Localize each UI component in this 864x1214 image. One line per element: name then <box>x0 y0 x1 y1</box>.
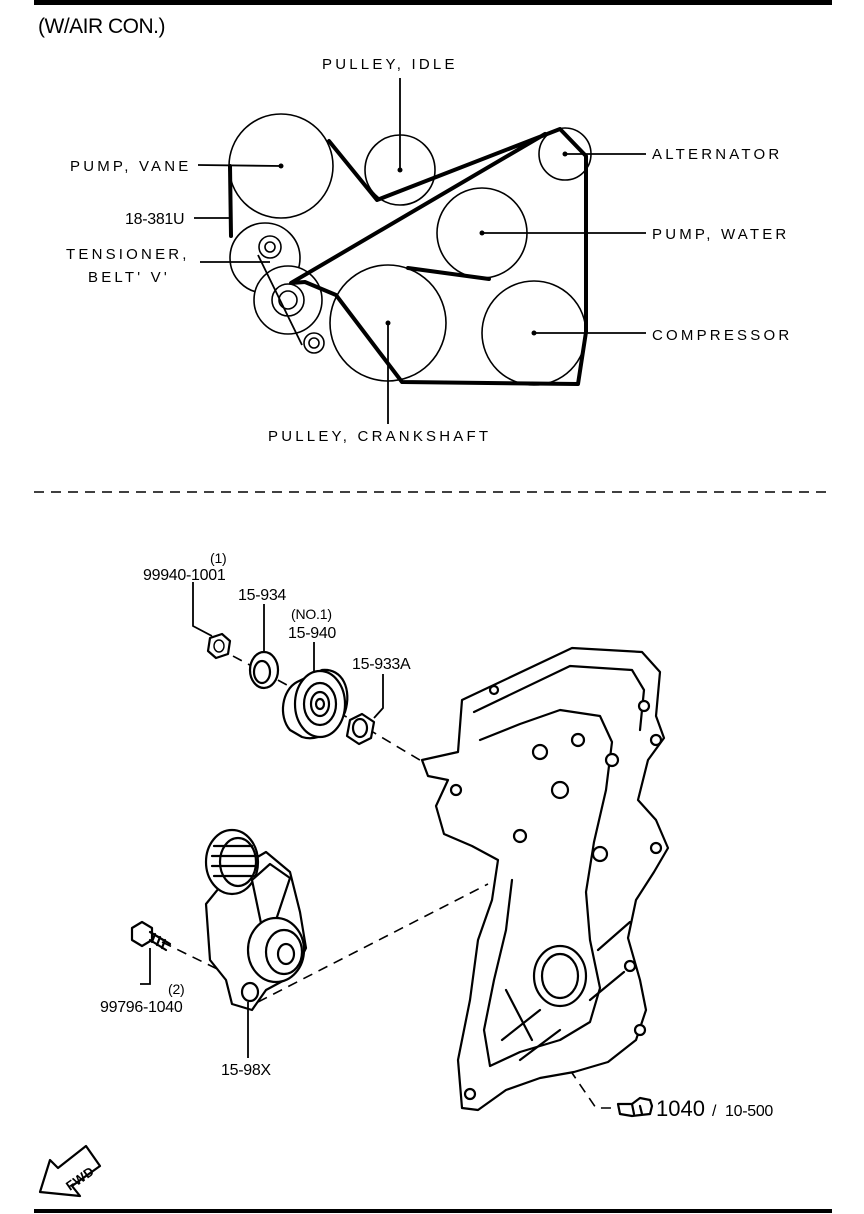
label-belt-code: 18-381U <box>125 211 184 228</box>
label-alternator: ALTERNATOR <box>652 146 782 163</box>
label-compressor: COMPRESSOR <box>652 327 792 344</box>
bolt-number: 99796-1040 <box>100 999 183 1016</box>
assembly-path-cover-ref <box>569 1069 618 1109</box>
timing-cover-part <box>420 646 670 1112</box>
v-belt-lower <box>406 266 491 281</box>
pointing-hand-icon <box>616 1096 654 1118</box>
tensioner-number: 15-98X <box>221 1062 271 1079</box>
tensioner-hub-inner <box>278 290 298 310</box>
idler-note: (NO.1) <box>291 606 332 622</box>
reference-number: 1040 <box>656 1096 705 1121</box>
v-belt <box>289 127 588 386</box>
idler-number: 15-940 <box>288 625 336 642</box>
bottom-border <box>34 1209 832 1213</box>
belt-tensioner-part <box>204 828 308 1012</box>
leader-spacer <box>373 674 384 719</box>
variant-title: (W/AIR CON.) <box>38 15 165 38</box>
label-pulley-crankshaft: PULLEY, CRANKSHAFT <box>268 428 491 445</box>
fwd-arrow-icon: FWD <box>38 1144 102 1198</box>
nut-number: 99940-1001 <box>143 567 226 584</box>
nut-part <box>206 632 232 660</box>
leader-nut <box>192 582 213 637</box>
washer-part <box>248 650 280 690</box>
label-tensioner-line1: TENSIONER, <box>66 246 190 263</box>
v-belt-left <box>228 164 233 238</box>
leader-bolt <box>140 948 151 985</box>
label-pulley-idle: PULLEY, IDLE <box>322 56 458 73</box>
bolt-part <box>130 920 172 952</box>
tensioner-pivot-inner <box>264 241 276 253</box>
top-border <box>34 0 832 5</box>
nut-qty: (1) <box>210 550 227 566</box>
leader-pump-vane <box>197 164 282 167</box>
washer-number: 15-934 <box>238 587 286 604</box>
tensioner-arm-edge <box>257 254 303 346</box>
label-pump-water: PUMP, WATER <box>652 226 789 243</box>
exploded-view: (1) 99940-1001 15-934 (NO.1) 15-940 15-9… <box>100 550 774 1121</box>
label-pump-vane: PUMP, VANE <box>70 158 191 175</box>
label-tensioner-line2: BELT' V' <box>88 269 170 286</box>
bolt-qty: (2) <box>168 981 185 997</box>
reference-page: 10-500 <box>725 1103 773 1120</box>
belt-routing-diagram: PULLEY, IDLE PUMP, VANE ALTERNATOR 18-38… <box>66 56 792 445</box>
idler-pulley-part <box>281 668 349 740</box>
assembly-path-tensioner-mount <box>257 883 489 1003</box>
spacer-number: 15-933A <box>352 656 411 673</box>
spacer-part <box>345 712 376 746</box>
tensioner-stop-inner <box>308 337 320 349</box>
reference-separator: / <box>712 1103 717 1120</box>
